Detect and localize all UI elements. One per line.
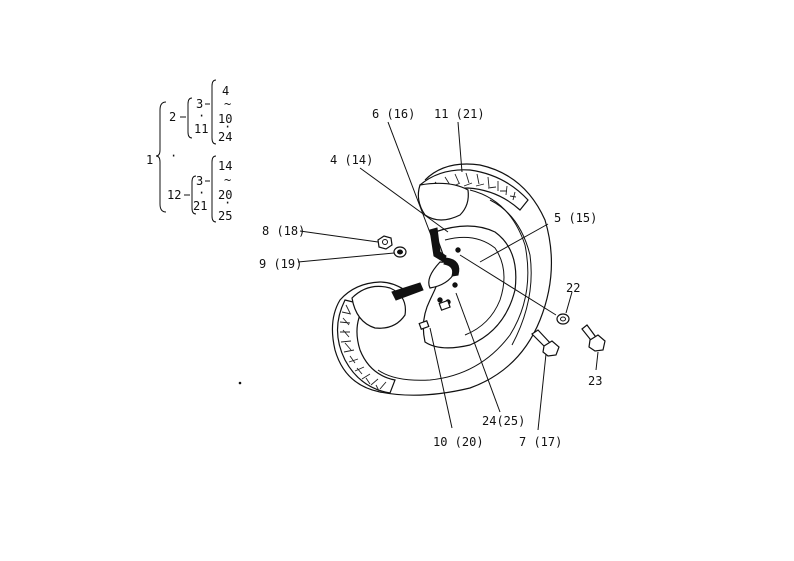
tire-lower-tread bbox=[336, 299, 396, 394]
tree-dot: · bbox=[198, 186, 205, 200]
tree-tilde: ~ bbox=[224, 97, 231, 111]
callout-6-16: 6 (16) bbox=[372, 107, 415, 121]
washer-22 bbox=[556, 313, 570, 325]
tire-upper-cutaway bbox=[417, 182, 469, 221]
tree-dot: · bbox=[224, 120, 231, 134]
leader-7-17 bbox=[537, 353, 547, 431]
valve-part bbox=[438, 299, 451, 311]
wheel-assembly bbox=[331, 163, 606, 396]
tree-item-14: 14 bbox=[218, 159, 232, 173]
tree-node-2: 2 bbox=[169, 110, 176, 124]
tree-node-12: 12 bbox=[167, 188, 181, 202]
callout-labels: 6 (16) 11 (21) 4 (14) 5 (15) 8 (18) 9 (1… bbox=[259, 107, 602, 449]
callout-7-17: 7 (17) bbox=[519, 435, 562, 449]
tree-bracket-b2 bbox=[211, 155, 217, 223]
leader-24-25 bbox=[455, 292, 501, 413]
tree-item-25: 25 bbox=[218, 209, 232, 223]
callout-8-18: 8 (18) bbox=[262, 224, 305, 238]
tree-bracket-b bbox=[191, 175, 197, 215]
nut-8 bbox=[377, 235, 393, 250]
tire-lower-tread-pattern bbox=[339, 304, 387, 392]
tree-node-21: 21 bbox=[193, 199, 207, 213]
leader-5-15 bbox=[479, 223, 549, 263]
valve-stem bbox=[418, 320, 430, 330]
callout-4-14: 4 (14) bbox=[330, 153, 373, 167]
washer-9 bbox=[393, 246, 407, 258]
tree-bracket-a2 bbox=[211, 79, 217, 145]
tree-node-11: 11 bbox=[194, 122, 208, 136]
leader-22-tick bbox=[565, 291, 573, 314]
rim-half-upper bbox=[429, 227, 447, 263]
leader-10-20 bbox=[429, 327, 453, 429]
tree-root-bracket bbox=[155, 101, 167, 213]
tree-dot: · bbox=[198, 109, 205, 123]
callout-9-19: 9 (19) bbox=[259, 257, 302, 271]
tree-node-3b: 3 bbox=[196, 174, 203, 188]
stray-mark bbox=[238, 381, 242, 385]
rim-disc bbox=[422, 225, 517, 349]
leader-22 bbox=[459, 254, 557, 316]
bolt-hole bbox=[437, 297, 443, 303]
leader-8-18 bbox=[299, 230, 379, 243]
bolt-23 bbox=[581, 324, 606, 352]
leader-lines bbox=[297, 121, 599, 431]
tree-node-3a: 3 bbox=[196, 97, 203, 111]
callout-22: 22 bbox=[566, 281, 580, 295]
rim-half-lower bbox=[391, 282, 424, 301]
tree-item-10: 10 bbox=[218, 112, 232, 126]
leader-23 bbox=[595, 351, 599, 371]
rim-inner-ring bbox=[444, 236, 505, 336]
tree-bracket-a bbox=[187, 97, 193, 139]
callout-23: 23 bbox=[588, 374, 602, 388]
callout-11-21: 11 (21) bbox=[434, 107, 485, 121]
leader-9-19 bbox=[297, 252, 395, 263]
tree-dot: · bbox=[170, 149, 177, 163]
bolt-7 bbox=[531, 329, 560, 357]
tree-item-24: 24 bbox=[218, 130, 232, 144]
tree-dot: · bbox=[224, 196, 231, 210]
tire-inner-edge bbox=[377, 189, 529, 381]
leader-4-14 bbox=[359, 167, 449, 233]
tree-item-20: 20 bbox=[218, 188, 232, 202]
tire-lower-cutaway bbox=[351, 285, 407, 329]
tree-tilde: ~ bbox=[224, 173, 231, 187]
callout-5-15: 5 (15) bbox=[554, 211, 597, 225]
bolt-hole bbox=[455, 247, 461, 253]
tree-root-number: 1 bbox=[146, 153, 153, 167]
leader-6-16 bbox=[387, 121, 433, 239]
tree-item-4: 4 bbox=[222, 84, 229, 98]
callout-10-20: 10 (20) bbox=[433, 435, 484, 449]
leader-11-21 bbox=[457, 121, 463, 173]
hub-edge bbox=[443, 257, 460, 277]
callout-24-25: 24(25) bbox=[482, 414, 525, 428]
tire-sidewall-line bbox=[489, 199, 532, 346]
bolt-hole bbox=[452, 282, 458, 288]
assembly-tree: 1 · 2 3 · 11 4 ~ 10 · 24 12 3 · 21 14 ~ … bbox=[146, 79, 232, 223]
